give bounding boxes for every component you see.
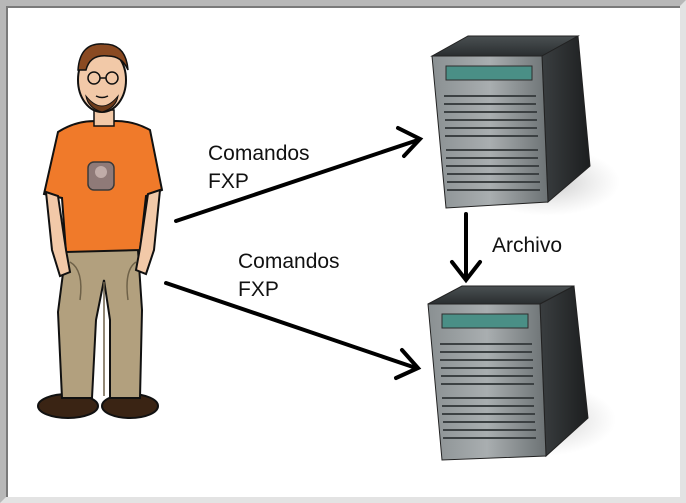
person-figure [37, 43, 164, 419]
edge-label-commands-top: Comandos FXP [208, 142, 310, 193]
arrow-server-to-server [450, 212, 482, 284]
frame-inner-edge [6, 6, 680, 497]
edge-label-commands-bottom: Comandos FXP [238, 250, 340, 301]
server-bottom [427, 285, 616, 461]
arrow-to-server-bottom [164, 281, 422, 380]
server-top [430, 35, 620, 216]
arrow-to-server-top [174, 126, 424, 223]
edge-label-file: Archivo [492, 234, 563, 257]
